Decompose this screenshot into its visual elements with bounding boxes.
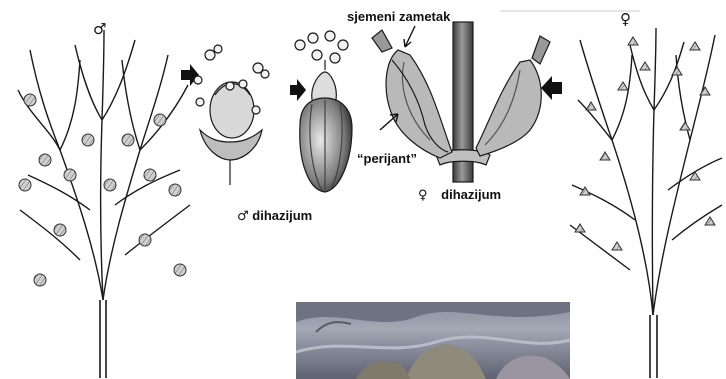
male-dichasium-symbol: ♂ — [237, 209, 249, 224]
field-photo — [296, 302, 570, 379]
arrow-right-icon — [290, 79, 306, 101]
male-flower-detail — [295, 31, 352, 192]
female-dichasium-symbol: ♀ — [418, 188, 428, 203]
ovule-pointer — [404, 26, 415, 47]
male-dichasium-label: ♂ dihazijum — [237, 209, 312, 223]
perianth-label: “perijant” — [357, 152, 417, 165]
female-plant-illustration — [570, 28, 722, 378]
ovule-label: sjemeni zametak — [347, 10, 450, 23]
male-dichasium-text: dihazijum — [252, 208, 312, 223]
male-flower-cluster — [194, 45, 269, 185]
male-plant-illustration — [18, 30, 190, 378]
female-dichasium-text: dihazijum — [441, 187, 501, 202]
male-plant-symbol: ♂ — [93, 22, 106, 37]
female-plant-symbol: ♀ — [620, 12, 631, 27]
female-dichasium-label: ♀ dihazijum — [418, 188, 501, 202]
arrow-left-icon — [541, 76, 562, 100]
